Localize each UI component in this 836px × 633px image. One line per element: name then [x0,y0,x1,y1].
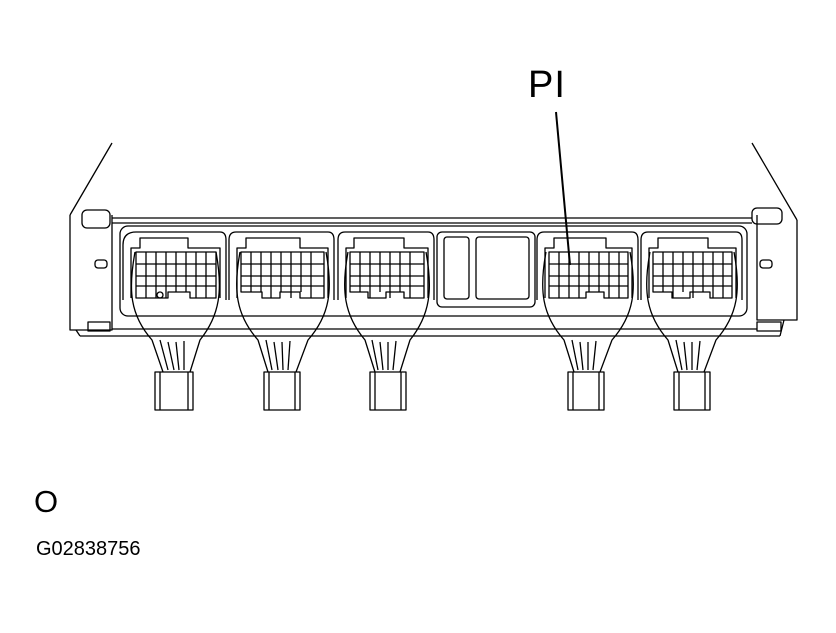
connector-2 [228,231,335,411]
connector-3 [337,231,435,411]
ecu-housing [69,142,798,337]
blank-connector-cavity [436,231,536,308]
view-label: O [34,484,59,519]
figure-id: G02838756 [36,538,141,560]
connector-callout-label: PI [528,64,566,106]
connector-panel [119,225,748,317]
callout-leader-line [555,111,571,266]
connector-5 [640,231,743,411]
connector-pi [536,231,639,411]
connector-1 [122,231,227,411]
